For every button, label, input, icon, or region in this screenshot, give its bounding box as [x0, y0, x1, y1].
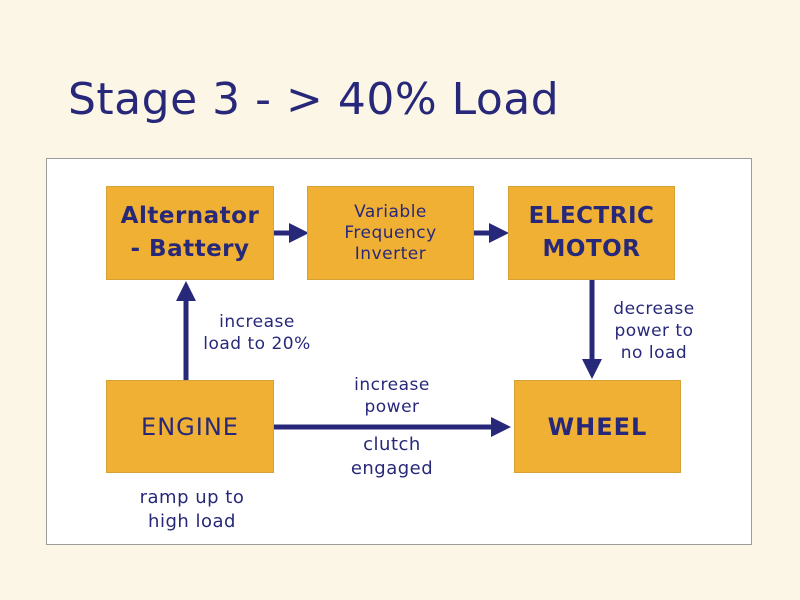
- inverter-label: Variable Frequency Inverter: [344, 201, 437, 264]
- engine-box: ENGINE: [106, 380, 274, 473]
- wheel-label: WHEEL: [547, 412, 648, 441]
- alternator-battery-box: Alternator - Battery: [106, 186, 274, 280]
- electric-motor-label: ELECTRIC MOTOR: [528, 203, 655, 262]
- variable-frequency-inverter-box: Variable Frequency Inverter: [307, 186, 474, 280]
- increase-power-label: increase power: [354, 375, 430, 417]
- increase-load-label: increase load to 20%: [203, 312, 311, 354]
- slide-title: Stage 3 - > 40% Load: [68, 74, 560, 125]
- decrease-power-label: decrease power to no load: [613, 299, 695, 363]
- ramp-up-label: ramp up to high load: [139, 487, 245, 532]
- clutch-engaged-label: clutch engaged: [350, 434, 434, 479]
- electric-motor-box: ELECTRIC MOTOR: [508, 186, 675, 280]
- wheel-box: WHEEL: [514, 380, 681, 473]
- engine-label: ENGINE: [141, 412, 239, 441]
- alternator-battery-label: Alternator - Battery: [120, 203, 260, 262]
